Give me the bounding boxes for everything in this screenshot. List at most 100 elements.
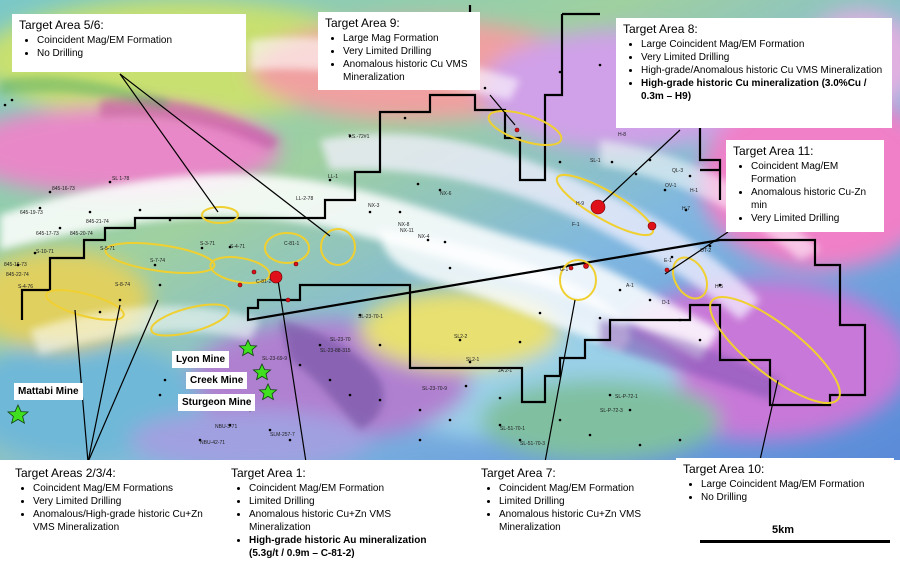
callout-item-highlight: High-grade historic Cu mineralization (3… xyxy=(641,77,885,103)
drill-label: C-81-2 xyxy=(256,279,272,285)
callout-target-area-10: Target Area 10: Large Coincident Mag/EM … xyxy=(676,458,894,512)
drill-label: QL-3 xyxy=(672,168,683,174)
callout-item: Coincident Mag/EM Formation xyxy=(37,34,239,47)
mineralization-point xyxy=(514,127,520,133)
drill-label: SLM-257-7 xyxy=(270,432,295,438)
callout-item: High-grade/Anomalous historic Cu VMS Min… xyxy=(641,64,885,77)
callout-item: Large Coincident Mag/EM Formation xyxy=(701,478,887,491)
callout-item: Very Limited Drilling xyxy=(641,51,885,64)
mine-label-mattabi: Mattabi Mine xyxy=(14,383,83,400)
drillhole-labels: SL 1-78 845-16-73 645-19-73 645-17-73 84… xyxy=(4,132,723,447)
drill-label: LL-2-78 xyxy=(296,196,313,202)
callout-title: Target Area 5/6: xyxy=(19,18,104,32)
target-zone xyxy=(671,256,709,300)
callout-item: Very Limited Drilling xyxy=(343,45,473,58)
drill-label: S-8-74 xyxy=(115,282,130,288)
drill-label: NBU-3-71 xyxy=(215,424,237,430)
callout-target-area-11: Target Area 11: Coincident Mag/EM Format… xyxy=(726,140,884,232)
callout-item: Anomalous historic Cu-Zn min xyxy=(751,186,877,212)
callout-target-area-5-6: Target Area 5/6: Coincident Mag/EM Forma… xyxy=(12,14,246,72)
drill-label: F-1 xyxy=(572,222,580,228)
callout-target-area-1: Target Area 1: Coincident Mag/EM Formati… xyxy=(224,462,446,572)
mine-label-sturgeon: Sturgeon Mine xyxy=(178,394,256,411)
drill-label: NBU-42-71 xyxy=(200,440,225,446)
callout-title: Target Area 9: xyxy=(325,16,400,30)
drill-label: T.S.-72#1 xyxy=(348,134,370,140)
mineralization-point xyxy=(237,282,243,288)
drill-label: A-1 xyxy=(626,283,634,289)
drill-label: SL-23-88-315 xyxy=(320,348,351,354)
drill-label: SL-51-70-3 xyxy=(520,441,545,447)
drill-label: SL-23-70 xyxy=(330,337,351,343)
drill-label: OT-2 xyxy=(700,248,711,254)
target-zone xyxy=(487,109,563,147)
drill-label: H-7 xyxy=(682,206,690,212)
drill-label: 845-16-73 xyxy=(4,262,27,268)
mine-label-creek: Creek Mine xyxy=(186,372,248,389)
drill-label: SL-23-69-9 xyxy=(262,356,287,362)
drill-label: NX-4 xyxy=(418,234,430,240)
callout-item: Coincident Mag/EM Formation xyxy=(499,482,663,495)
drill-label: S-7-74 xyxy=(150,258,165,264)
target-zone xyxy=(150,303,230,337)
target-zones xyxy=(45,109,841,405)
drill-label: SL 1-78 xyxy=(112,176,130,182)
callout-title: Target Area 11: xyxy=(733,144,814,158)
callout-title: Target Areas 2/3/4: xyxy=(15,466,116,480)
drill-label: JA 2-1 xyxy=(498,368,512,374)
drill-label: OV-1 xyxy=(665,183,677,189)
target-zone xyxy=(555,173,655,237)
callout-item: Very Limited Drilling xyxy=(751,212,877,225)
callout-target-area-8: Target Area 8: Large Coincident Mag/EM F… xyxy=(616,18,892,128)
drill-label: H-1 xyxy=(690,188,698,194)
drill-label: S-4-71 xyxy=(230,244,245,250)
drill-label: 645-17-73 xyxy=(36,231,59,237)
drill-label: S-5-71 xyxy=(100,246,115,252)
callout-item: Coincident Mag/EM Formation xyxy=(249,482,439,495)
callout-item: Coincident Mag/EM Formations xyxy=(33,482,211,495)
drill-label: S-3-71 xyxy=(200,241,215,247)
target-zone xyxy=(209,256,271,284)
drill-label: 845-16-73 xyxy=(52,186,75,192)
mine-label-lyon: Lyon Mine xyxy=(172,351,230,368)
mineralization-point xyxy=(251,269,257,275)
mine-star-icon xyxy=(238,339,258,357)
callout-item: Anomalous historic Cu VMS Mineralization xyxy=(343,58,473,84)
drill-label: D-1 xyxy=(662,300,670,306)
drill-label: S-4-76 xyxy=(18,284,33,290)
drill-label: H-5 xyxy=(715,284,723,290)
scale-label: 5km xyxy=(772,524,795,536)
callout-item: Very Limited Drilling xyxy=(33,495,211,508)
mineralization-point xyxy=(664,267,670,273)
claim-boundary xyxy=(20,5,867,407)
target-zone xyxy=(709,295,841,405)
drill-label: SL-23-70-1 xyxy=(358,314,383,320)
mine-star-icon xyxy=(252,363,272,381)
mine-stars xyxy=(6,339,278,425)
mine-star-icon xyxy=(258,383,278,401)
drill-label: NX-11 xyxy=(400,228,414,234)
mineralization-point xyxy=(568,265,574,271)
callout-item: Coincident Mag/EM Formation xyxy=(751,160,877,186)
drill-label: E-1 xyxy=(664,258,672,264)
drill-label: 845-22-74 xyxy=(6,272,29,278)
high-grade-au-point xyxy=(269,270,283,284)
target-zone xyxy=(559,259,597,301)
drill-label: C-81-1 xyxy=(284,241,300,247)
mineralization-point xyxy=(647,221,657,231)
callout-title: Target Area 10: xyxy=(683,462,765,476)
callout-target-area-9: Target Area 9: Large Mag Formation Very … xyxy=(318,12,480,90)
drill-label: SL-P-72-3 xyxy=(600,408,623,414)
drill-label: H-9 xyxy=(576,201,584,207)
callout-item: No Drilling xyxy=(701,491,887,504)
target-zone xyxy=(45,289,125,321)
drill-label: 645-19-73 xyxy=(20,210,43,216)
drill-label: SL-51-70-1 xyxy=(500,426,525,432)
callout-title: Target Area 7: xyxy=(481,466,556,480)
scale-bar xyxy=(700,540,890,543)
callout-item: Limited Drilling xyxy=(499,495,663,508)
callout-item: Large Coincident Mag/EM Formation xyxy=(641,38,885,51)
target-zone xyxy=(320,228,356,266)
target-zone xyxy=(104,242,216,274)
drill-label: SL-23-70-9 xyxy=(422,386,447,392)
